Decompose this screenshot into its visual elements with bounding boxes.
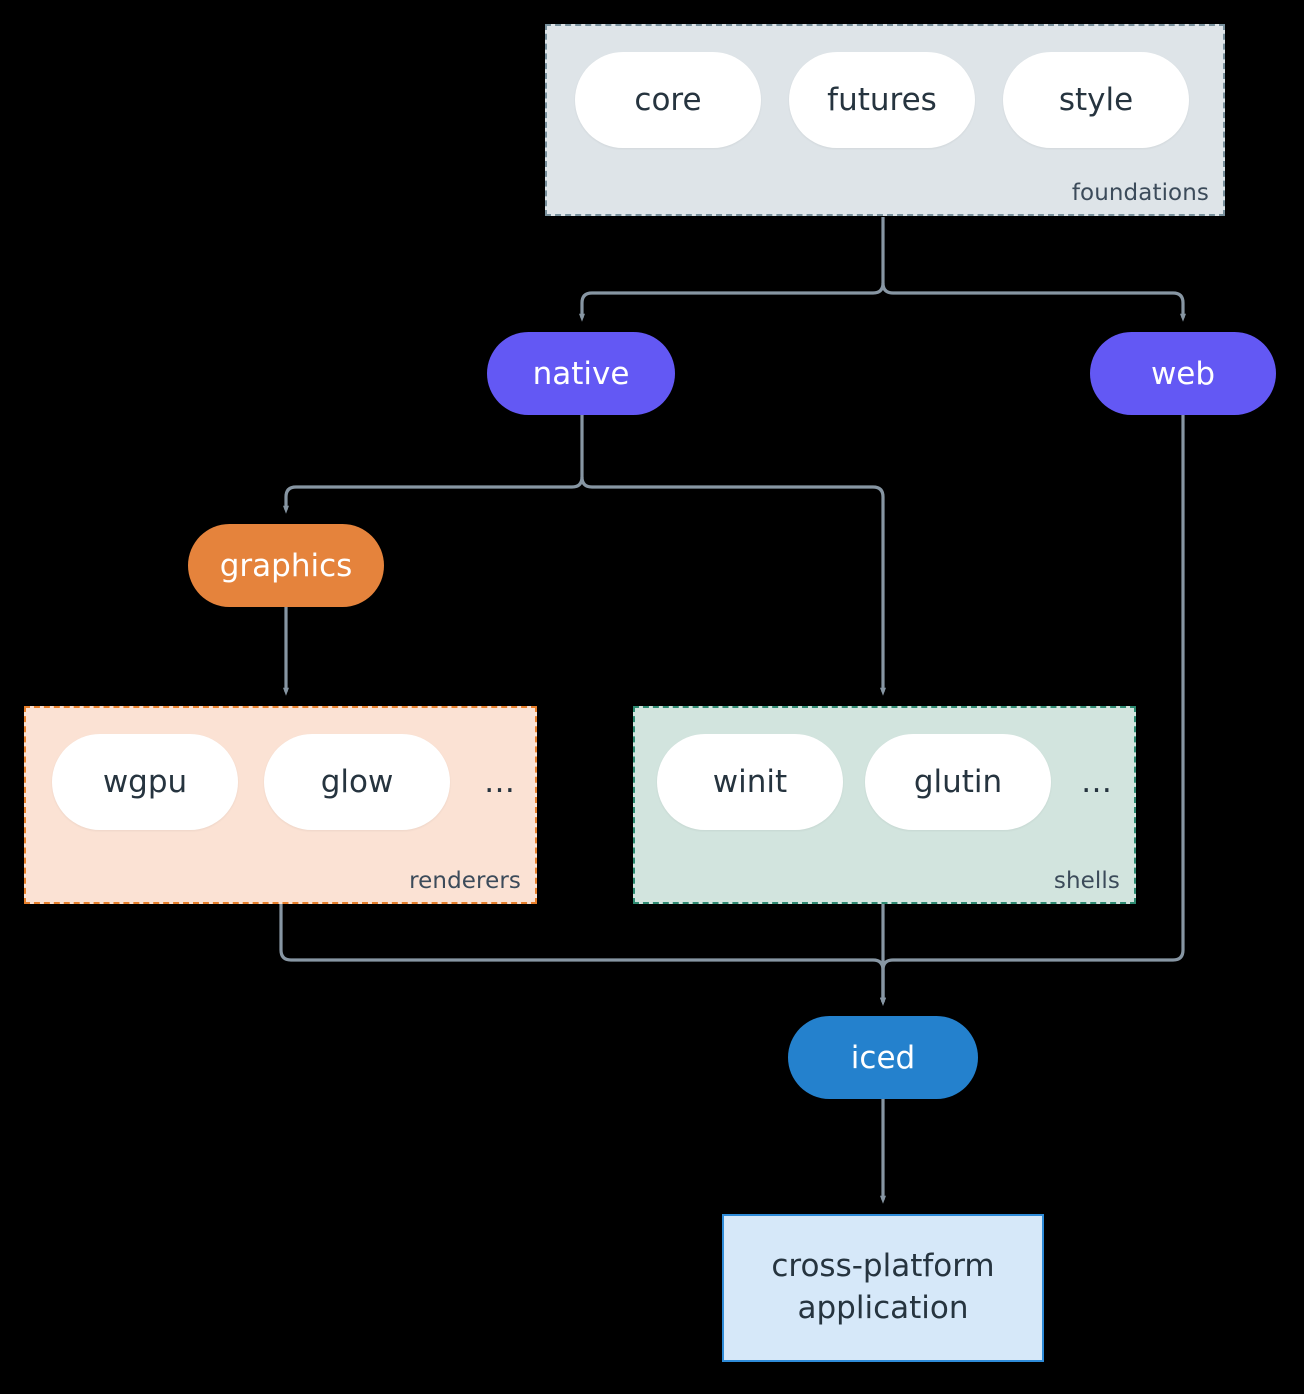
group-renderers: wgpu glow … renderers: [24, 706, 537, 904]
pill-glutin[interactable]: glutin: [865, 734, 1051, 830]
node-iced[interactable]: iced: [788, 1016, 978, 1099]
node-cross-platform-application[interactable]: cross-platform application: [722, 1214, 1044, 1362]
shells-pill-row: winit glutin …: [657, 734, 1120, 830]
pill-style[interactable]: style: [1003, 52, 1189, 148]
application-label-line2: application: [797, 1290, 969, 1326]
node-native[interactable]: native: [487, 332, 675, 415]
group-label-shells: shells: [1053, 868, 1120, 894]
group-shells: winit glutin … shells: [633, 706, 1136, 904]
pill-futures[interactable]: futures: [789, 52, 975, 148]
group-foundations: core futures style foundations: [545, 24, 1225, 216]
node-web[interactable]: web: [1090, 332, 1276, 415]
pill-winit[interactable]: winit: [657, 734, 843, 830]
renderers-more-ellipsis: …: [484, 764, 515, 800]
edge-native-to-shells: [580, 476, 886, 696]
group-label-renderers: renderers: [409, 868, 521, 894]
pill-core[interactable]: core: [575, 52, 761, 148]
pill-glow[interactable]: glow: [264, 734, 450, 830]
edge-renderers-to-iced: [279, 904, 886, 1006]
edge-foundations-to-native: [579, 217, 885, 322]
node-graphics[interactable]: graphics: [188, 524, 384, 607]
edge-foundations-to-web: [881, 282, 1186, 322]
edge-native-to-graphics: [283, 415, 584, 514]
renderers-pill-row: wgpu glow …: [52, 734, 523, 830]
shells-more-ellipsis: …: [1081, 764, 1112, 800]
group-label-foundations: foundations: [1071, 180, 1209, 206]
foundations-pill-row: core futures style: [575, 52, 1189, 148]
application-label-line1: cross-platform: [771, 1248, 995, 1285]
pill-wgpu[interactable]: wgpu: [52, 734, 238, 830]
